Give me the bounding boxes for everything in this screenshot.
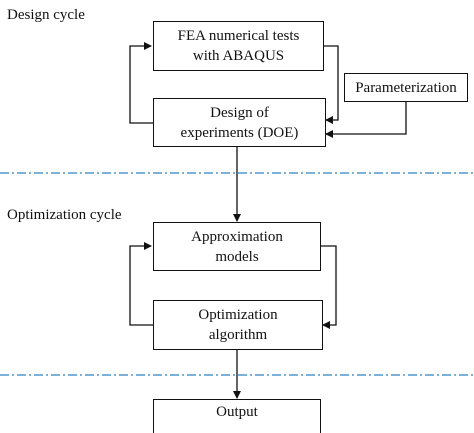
output-box: Output xyxy=(153,399,321,433)
param-to-doe xyxy=(325,101,407,138)
loop-fea-to-doe xyxy=(324,45,339,124)
doe-box: Design of experiments (DOE) xyxy=(153,98,326,147)
loop-doe-to-fea xyxy=(129,42,153,124)
fea-tests-box: FEA numerical tests with ABAQUS xyxy=(153,21,324,71)
doe-line1: Design of xyxy=(210,104,269,121)
design-cycle-label: Design cycle xyxy=(7,7,85,23)
optimization-algorithm-box: Optimization algorithm xyxy=(153,300,323,350)
approximation-models-box: Approximation models xyxy=(153,222,321,271)
optimization-cycle-label: Optimization cycle xyxy=(7,207,122,223)
approximation-line1: Approximation xyxy=(191,228,283,245)
optimization-line1: Optimization xyxy=(198,307,278,323)
output-label: Output xyxy=(216,404,258,420)
fea-tests-line2: with ABAQUS xyxy=(192,48,285,64)
doe-line2: experiments (DOE) xyxy=(180,124,299,141)
approximation-line2: models xyxy=(215,248,259,265)
parameterization-label: Parameterization xyxy=(355,79,457,96)
fea-tests-line1: FEA numerical tests xyxy=(177,28,300,44)
loop-approx-to-opt xyxy=(321,245,337,329)
optimization-line2: algorithm xyxy=(208,327,268,343)
loop-opt-to-approx xyxy=(129,242,153,326)
parameterization-box: Parameterization xyxy=(344,73,468,102)
